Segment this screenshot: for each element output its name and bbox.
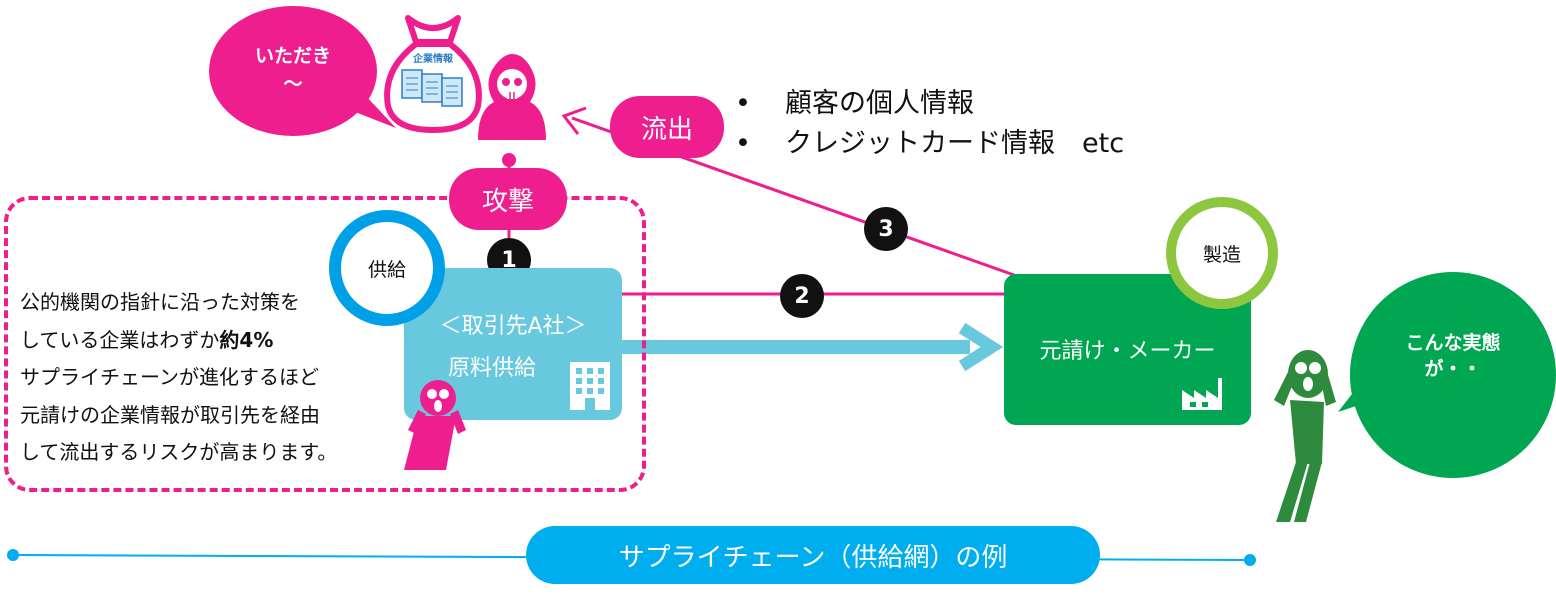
list-item: • 顧客の個人情報 <box>735 84 1124 124</box>
supply-arrow-shaft <box>622 340 970 354</box>
description-emphasis: 約4% <box>219 327 274 352</box>
list-item-text: クレジットカード情報 etc <box>785 128 1125 159</box>
hacker-speech-line1: いただき <box>254 45 331 67</box>
victim-speech-bubble <box>1350 272 1556 478</box>
description-text: 公的機関の指針に沿った対策を <box>20 290 300 314</box>
worried-person-pink-icon <box>404 380 466 470</box>
manufacturing-badge: 製造 <box>1166 197 1278 309</box>
step-2-number: 2 <box>794 283 810 309</box>
supplier-name: ＜取引先A社＞ <box>439 314 587 339</box>
supplier-role: 原料供給 <box>447 356 536 381</box>
victim-speech-line1: こんな実態 <box>1405 332 1501 354</box>
supply-arrowhead <box>958 322 1004 372</box>
hacker-skull-icon <box>478 54 546 140</box>
step-1-number: 1 <box>501 247 517 273</box>
description-text: している企業はわずか <box>20 327 220 352</box>
step-3-number: 3 <box>878 216 894 242</box>
manufacturing-badge-label: 製造 <box>1202 243 1241 266</box>
victim-speech-line2: が・・ <box>1424 358 1482 380</box>
description-line: 元請けの企業情報が取引先を経由 <box>20 397 337 435</box>
description-line: サプライチェーンが進化するほど <box>20 359 337 397</box>
list-item-text: 顧客の個人情報 <box>785 88 974 119</box>
attack-label: 攻撃 <box>481 186 534 217</box>
description-text: サプライチェーンが進化するほど <box>20 365 319 389</box>
building-icon <box>570 362 610 410</box>
description-line: している企業はわずか約4% <box>20 322 337 360</box>
factory-icon <box>1182 378 1222 410</box>
timeline-end-dot <box>1244 554 1256 566</box>
step-2-badge: 2 <box>780 274 824 318</box>
victim-speech-text: こんな実態 が・・ <box>1350 330 1556 382</box>
money-bag-icon: 企業情報 <box>384 15 482 134</box>
hacker-speech-line2: 〜 <box>283 73 303 95</box>
list-bullet: • <box>735 88 751 119</box>
list-bullet: • <box>735 128 751 159</box>
description-text: して流出するリスクが高まります。 <box>20 440 338 464</box>
list-item: • クレジットカード情報 etc <box>735 124 1124 164</box>
leak-label-pill: 流出 <box>610 96 724 158</box>
attack-label-pill: 攻撃 <box>449 168 567 230</box>
description-line: して流出するリスクが高まります。 <box>20 434 337 472</box>
attack-top-dot <box>502 153 516 167</box>
step-3-badge: 3 <box>864 207 908 251</box>
leaked-items-list: • 顧客の個人情報 • クレジットカード情報 etc <box>735 84 1124 164</box>
leak-arrowhead <box>561 106 587 135</box>
supply-chain-caption: サプライチェーン（供給網）の例 <box>526 526 1100 584</box>
timeline-start-dot <box>7 549 19 561</box>
description-text: 元請けの企業情報が取引先を経由 <box>20 402 320 427</box>
leak-label: 流出 <box>640 114 693 145</box>
maker-name: 元請け・メーカー <box>1039 339 1216 364</box>
risk-description: 公的機関の指針に沿った対策を している企業はわずか約4% サプライチェーンが進化… <box>20 284 337 472</box>
hacker-speech-text: いただき 〜 <box>209 42 377 98</box>
supplier-risk-area <box>4 196 646 492</box>
money-bag-label: 企業情報 <box>412 52 454 65</box>
supply-badge: 供給 <box>329 210 445 326</box>
hacker-speech-bubble <box>209 6 377 136</box>
description-line: 公的機関の指針に沿った対策を <box>20 284 337 322</box>
supply-chain-caption-text: サプライチェーン（供給網）の例 <box>618 542 1008 573</box>
supply-badge-label: 供給 <box>367 258 406 281</box>
worried-person-green-icon <box>1274 350 1336 522</box>
